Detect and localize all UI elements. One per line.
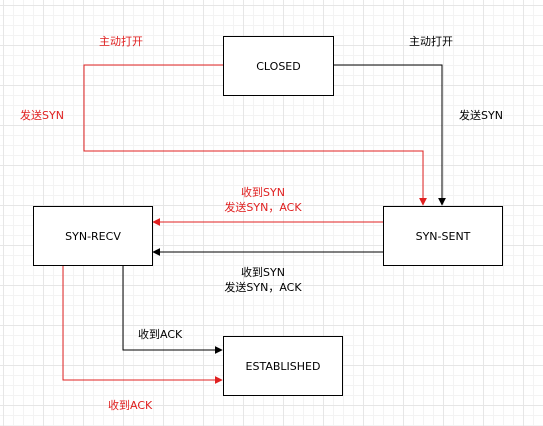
edge-synrecv-to-established-black (122, 266, 223, 354)
edge-closed-to-synsent-red (83, 64, 427, 206)
node-syn-recv[interactable]: SYN-RECV (33, 206, 153, 266)
edge-closed-to-synsent-black (334, 64, 446, 206)
label-black-recv-syn: 收到SYN (241, 266, 285, 279)
label-red-send-syn-ack: 发送SYN，ACK (224, 201, 302, 214)
node-closed[interactable]: CLOSED (223, 36, 334, 96)
edge-synrecv-to-established-red (62, 266, 223, 384)
label-red-recv-ack: 收到ACK (108, 399, 153, 412)
label-red-send-syn: 发送SYN (20, 109, 64, 122)
node-syn-sent[interactable]: SYN-SENT (383, 206, 503, 266)
label-red-active-open: 主动打开 (99, 35, 143, 48)
label-black-send-syn-ack: 发送SYN，ACK (224, 281, 302, 294)
label-black-recv-ack: 收到ACK (138, 328, 183, 341)
label-black-active-open: 主动打开 (409, 35, 453, 48)
label-black-send-syn: 发送SYN (459, 109, 503, 122)
node-established[interactable]: ESTABLISHED (223, 336, 343, 396)
label-red-recv-syn: 收到SYN (241, 186, 285, 199)
